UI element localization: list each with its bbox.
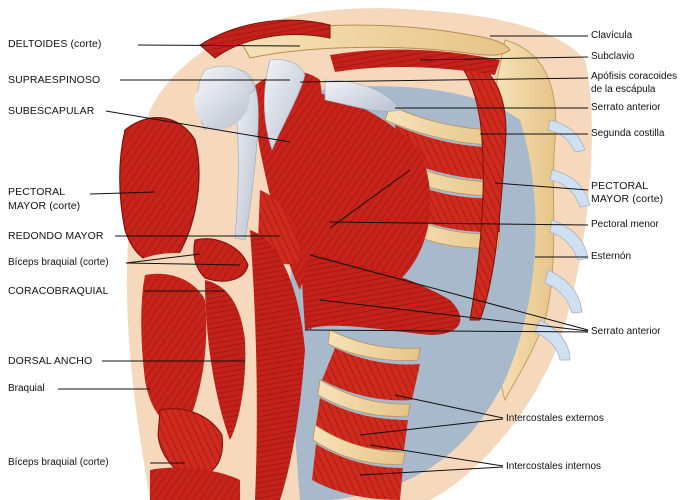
label-supraespinoso: SUPRAESPINOSO [8, 74, 101, 86]
label-dorsal-ancho: DORSAL ANCHO [8, 355, 93, 367]
label-segunda-costilla: Segunda costilla [591, 128, 665, 139]
humeral-head [194, 80, 250, 130]
forearm-start [150, 467, 240, 500]
leader-subescapular [105, 110, 291, 143]
leader-serrato-anterior-2c [304, 329, 589, 333]
leader-subclavio [419, 56, 589, 61]
biceps-upper-cut [193, 238, 249, 282]
label-serrato-anterior-1: Serrato anterior [591, 102, 661, 113]
label-pectoral-mayor-left-line1: PECTORAL [8, 186, 66, 198]
leader-serrato-anterior-2b [319, 299, 589, 332]
label-apofisis-line2: de la escápula [591, 84, 656, 95]
label-biceps-braquial: Bíceps braquial (corte) [8, 257, 109, 268]
leader-deltoides [137, 44, 301, 47]
label-intercostales-internos: Intercostales internos [506, 461, 602, 472]
label-pectoral-mayor-right-line2: MAYOR (corte) [591, 193, 664, 205]
subclavius [330, 49, 500, 75]
serratus-anterior [300, 250, 461, 335]
deltoid-cut [199, 19, 331, 59]
label-esternon: Esternón [591, 251, 632, 262]
coracobrachialis [205, 280, 246, 440]
leader-lines [58, 35, 589, 476]
label-pectoral-mayor-right-line1: PECTORAL [591, 180, 649, 192]
label-apofisis-line1: Apófisis coracoides [591, 71, 678, 82]
leader-intercostales-int-b [359, 466, 504, 476]
leader-apofisis [299, 77, 589, 83]
label-serrato-anterior-2: Serrato anterior [591, 326, 661, 337]
leader-pectoral-menor-2 [329, 169, 411, 229]
latissimus-dorsi [250, 230, 305, 500]
label-pectoral-mayor-left-line2: MAYOR (corte) [8, 200, 81, 212]
leader-serrato-anterior-2a [309, 254, 589, 331]
leader-biceps-braquial-b [125, 262, 241, 266]
leader-biceps-braquial-a [125, 253, 201, 264]
leader-intercostales-ext-b [359, 418, 504, 436]
leader-pectoral-mayor-right [494, 182, 589, 191]
leader-intercostales-int-a [369, 444, 504, 467]
label-coracobraquial: CORACOBRAQUIAL [8, 285, 109, 297]
biceps-lower-cut [157, 408, 224, 479]
costal-cartilages [534, 119, 591, 361]
brachialis [141, 273, 207, 430]
label-subescapular: SUBESCAPULAR [8, 105, 95, 117]
label-biceps-braquial-2: Bíceps braquial (corte) [8, 457, 109, 468]
label-intercostales-externos: Intercostales externos [506, 413, 604, 424]
leader-intercostales-ext-a [394, 394, 504, 419]
label-deltoides: DELTOIDES (corte) [8, 38, 102, 50]
leader-pectoral-mayor-left [89, 191, 156, 195]
leader-pectoral-menor [329, 221, 589, 226]
label-clavicula: Clavícula [591, 30, 633, 41]
label-pectoral-menor: Pectoral menor [591, 219, 659, 230]
pectoralis-major-right-cut [459, 59, 507, 321]
label-subclavio: Subclavio [591, 51, 635, 62]
label-braquial: Braquial [8, 383, 45, 394]
label-redondo-mayor: REDONDO MAYOR [8, 230, 104, 242]
